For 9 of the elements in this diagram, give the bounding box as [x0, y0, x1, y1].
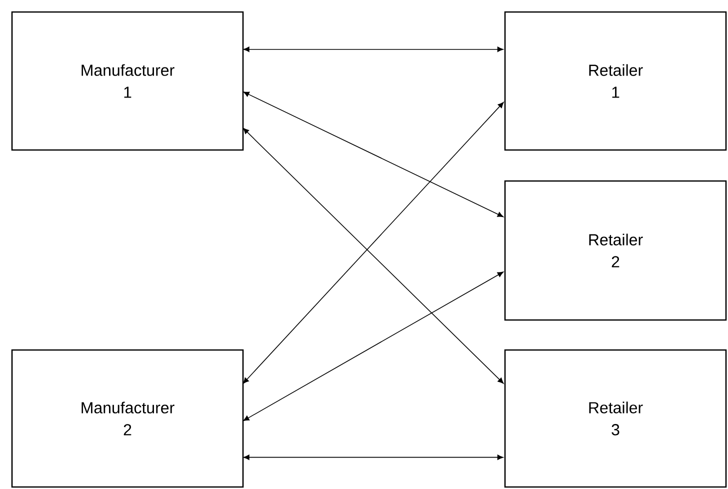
arrow — [243, 46, 504, 52]
entity-box: Retailer 2 — [504, 180, 727, 321]
entity-box: Retailer 3 — [504, 349, 727, 488]
arrow — [243, 272, 504, 421]
arrow — [243, 92, 504, 218]
arrow — [243, 454, 504, 460]
entity-box: Manufacturer 1 — [11, 11, 244, 151]
entity-box: Manufacturer 2 — [11, 349, 244, 488]
entity-box: Retailer 1 — [504, 11, 727, 151]
